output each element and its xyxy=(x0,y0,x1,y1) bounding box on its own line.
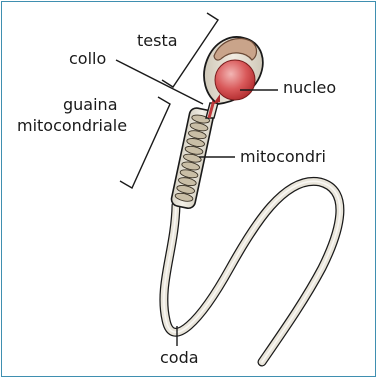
guaina-bracket xyxy=(120,97,170,188)
label-collo: collo xyxy=(69,50,106,68)
label-nucleo: nucleo xyxy=(283,79,336,97)
label-testa: testa xyxy=(137,32,178,50)
label-mitocondriale: mitocondriale xyxy=(17,117,127,135)
label-mitocondri: mitocondri xyxy=(240,148,326,166)
label-coda: coda xyxy=(160,349,199,367)
label-guaina: guaina xyxy=(63,96,118,114)
mitochondrial-sheath xyxy=(170,107,214,210)
head xyxy=(204,37,263,104)
